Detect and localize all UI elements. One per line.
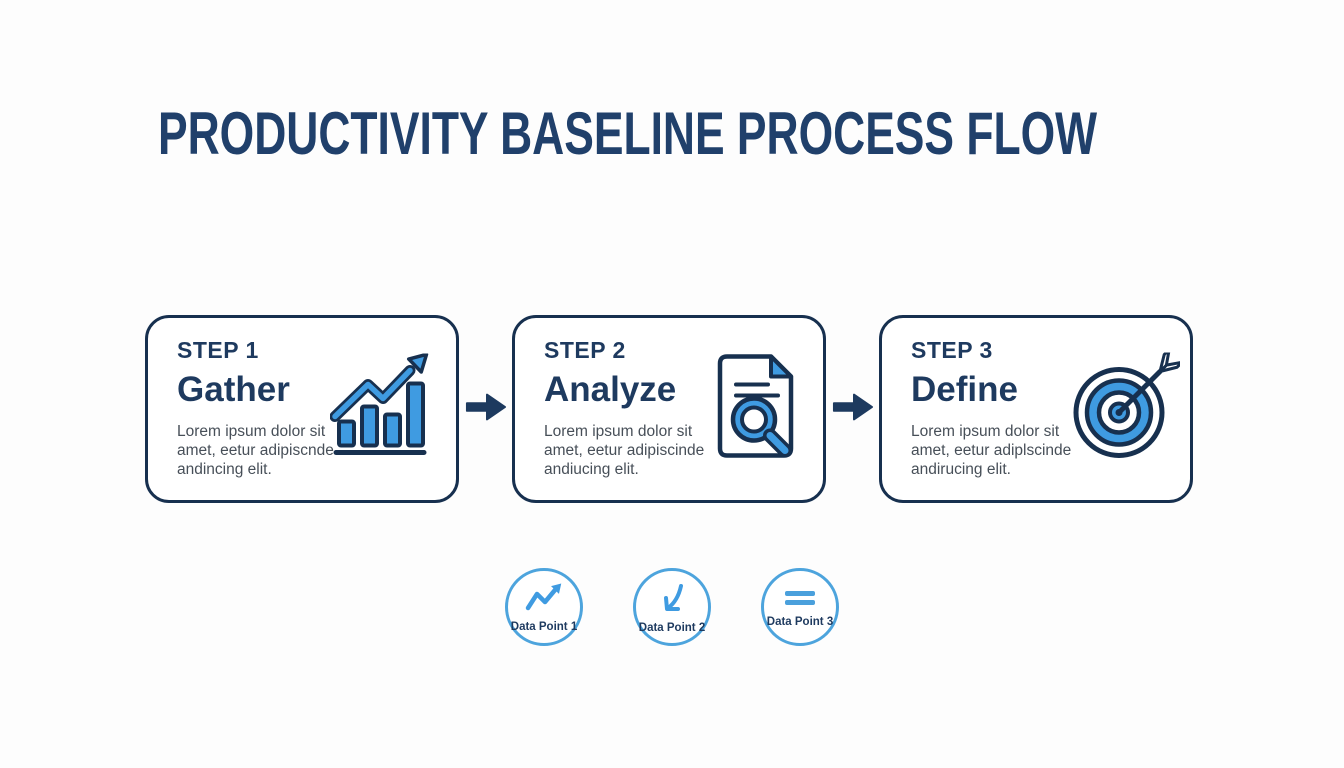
step-card-analyze: STEP 2 Analyze Lorem ipsum dolor sit ame…	[512, 315, 826, 503]
step-description-line: Lorem ipsum dolor sit	[544, 423, 693, 441]
data-point-badge: Data Point 2	[633, 568, 711, 646]
right-arrow-icon	[465, 390, 507, 429]
data-point-label: Data Point 3	[766, 616, 834, 628]
document-search-icon	[715, 354, 801, 465]
arrow-down-icon	[654, 582, 690, 619]
target-arrow-icon	[1070, 348, 1184, 466]
flow-connector	[826, 315, 879, 503]
step-number-label: STEP 2	[544, 337, 626, 363]
step-number-label: STEP 1	[177, 337, 259, 363]
step-card-define: STEP 3 Define Lorem ipsum dolor sit amet…	[879, 315, 1193, 503]
step-description-line: andiucing elit.	[544, 461, 639, 479]
step-title: Define	[911, 370, 1018, 410]
step-title: Gather	[177, 370, 290, 410]
data-point-badge: Data Point 1	[505, 568, 583, 646]
step-description-line: Lorem ipsum dolor sit	[177, 423, 326, 441]
data-point-badge: Data Point 3	[761, 568, 839, 646]
equals-icon	[783, 588, 817, 613]
right-arrow-icon	[832, 390, 874, 429]
data-point-label: Data Point 1	[510, 621, 578, 633]
flow-connector	[459, 315, 512, 503]
bar-chart-growth-icon	[329, 352, 442, 465]
step-description-line: amet, eetur adipiscnde	[177, 442, 334, 460]
data-points-row: Data Point 1 Data Point 2 Data Point 3	[505, 568, 839, 646]
step-description-line: andincing elit.	[177, 461, 272, 479]
step-number-label: STEP 3	[911, 337, 993, 363]
data-point-label: Data Point 2	[638, 622, 706, 634]
step-description-line: amet, eetur adiplscinde	[911, 442, 1072, 460]
trend-line-icon	[524, 583, 564, 618]
page-title: PRODUCTIVITY BASELINE PROCESS FLOW	[158, 100, 1098, 167]
step-description: Lorem ipsum dolor sit amet, eetur adipis…	[177, 422, 456, 479]
step-description: Lorem ipsum dolor sit amet, eetur adipls…	[911, 422, 1190, 479]
step-description-line: amet, eetur adipiscinde	[544, 442, 705, 460]
step-description-line: andirucing elit.	[911, 461, 1011, 479]
step-card-gather: STEP 1 Gather Lorem ipsum dolor sit amet…	[145, 315, 459, 503]
step-title: Analyze	[544, 370, 677, 410]
step-description-line: Lorem ipsum dolor sit	[911, 423, 1060, 441]
step-description: Lorem ipsum dolor sit amet, eetur adipis…	[544, 422, 823, 479]
process-flow-row: STEP 1 Gather Lorem ipsum dolor sit amet…	[145, 315, 1193, 503]
